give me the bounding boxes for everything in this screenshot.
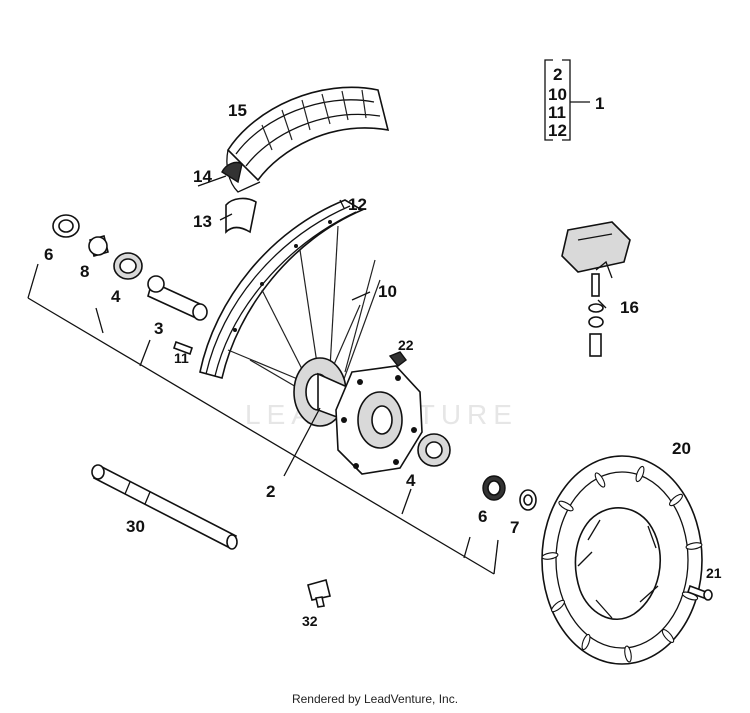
callout-7: 7 — [510, 518, 519, 537]
left-bearing — [113, 252, 143, 280]
axle — [91, 464, 238, 550]
callout-13: 13 — [193, 212, 212, 231]
right-spacer — [519, 489, 537, 511]
kit-item-2: 10 — [548, 85, 567, 104]
kit-item-4: 12 — [548, 121, 567, 140]
callout-2: 2 — [266, 482, 275, 501]
brake-disc — [541, 455, 703, 665]
left-spacer — [88, 235, 109, 257]
kit-bracket: 2 10 11 12 1 — [544, 59, 604, 141]
kit-item-1: 2 — [553, 65, 562, 84]
hub — [293, 357, 423, 475]
kit-item-3: 11 — [548, 103, 566, 122]
bolt-21 — [686, 584, 713, 601]
callout-20: 20 — [672, 439, 691, 458]
bolt-22 — [388, 351, 407, 367]
rim — [199, 199, 364, 379]
leader-lines — [27, 175, 607, 575]
right-seal — [482, 475, 506, 501]
right-bearing — [417, 433, 451, 467]
callout-21: 21 — [706, 565, 722, 581]
callout-22: 22 — [398, 337, 414, 353]
axle-spacer — [147, 275, 208, 321]
callout-11: 11 — [174, 350, 189, 366]
callout-8: 8 — [80, 262, 89, 281]
callout-4-left: 4 — [111, 287, 121, 306]
tire — [226, 86, 390, 193]
callout-10: 10 — [378, 282, 397, 301]
callout-15: 15 — [228, 101, 247, 120]
tube-and-band — [221, 161, 257, 234]
callout-12: 12 — [348, 195, 367, 214]
callout-3: 3 — [154, 319, 163, 338]
callout-6-left: 6 — [44, 245, 53, 264]
callout-32: 32 — [302, 613, 318, 629]
bolt-11 — [172, 340, 194, 356]
callout-6-right: 6 — [478, 507, 487, 526]
bolt-32 — [307, 579, 331, 608]
callout-16: 16 — [620, 298, 639, 317]
callout-4-right: 4 — [406, 471, 416, 490]
callout-14: 14 — [193, 167, 212, 186]
left-seal — [52, 214, 80, 238]
render-credit: Rendered by LeadVenture, Inc. — [291, 692, 459, 706]
callout-30: 30 — [126, 517, 145, 536]
kit-result: 1 — [595, 94, 604, 113]
valve-cap — [561, 221, 631, 357]
